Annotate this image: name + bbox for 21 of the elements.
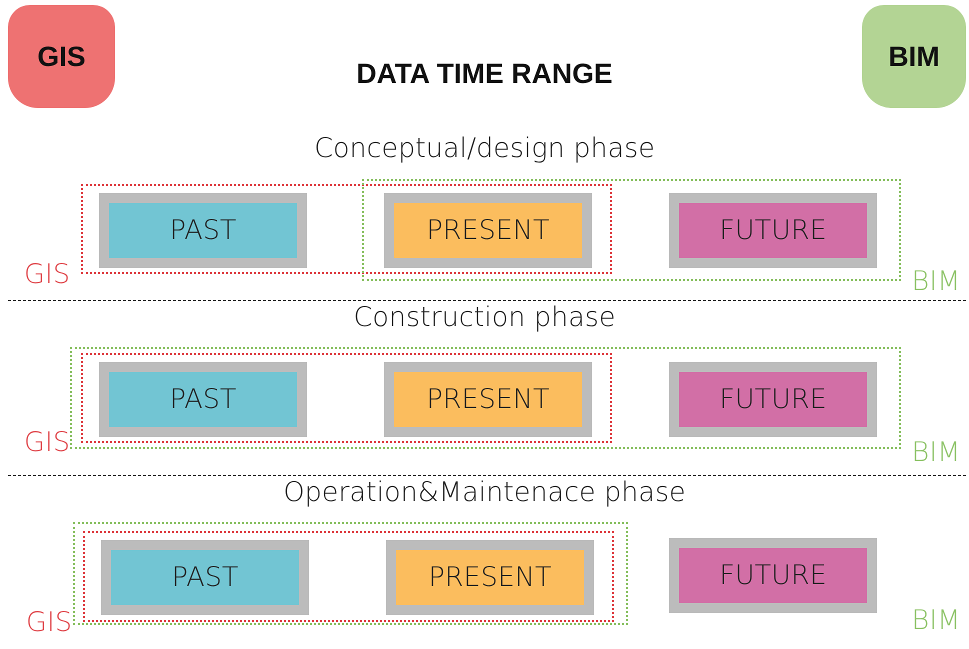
time-period-box: FUTURE [669, 538, 877, 613]
time-period-box: PRESENT [384, 362, 592, 437]
phase-heading: Operation&Maintenace phase [282, 477, 687, 508]
region-label: GIS [22, 426, 72, 458]
phase-heading: Conceptual/design phase [313, 133, 656, 164]
tag-badge: GIS [8, 5, 115, 108]
region-label: BIM [910, 265, 962, 297]
time-period-box: PAST [99, 362, 307, 437]
tag-badge: BIM [862, 5, 966, 108]
time-period-box: PAST [99, 193, 307, 268]
time-period-box: FUTURE [669, 362, 877, 437]
time-period-box: PRESENT [386, 540, 594, 615]
time-period-box: FUTURE [669, 193, 877, 268]
phase-heading: Construction phase [352, 302, 616, 333]
region-label: GIS [24, 606, 74, 638]
region-label: BIM [910, 436, 962, 468]
time-period-box: PRESENT [384, 193, 592, 268]
time-period-box: PAST [101, 540, 309, 615]
region-label: BIM [910, 604, 962, 636]
diagram-title: DATA TIME RANGE [355, 58, 614, 90]
region-label: GIS [22, 258, 72, 290]
